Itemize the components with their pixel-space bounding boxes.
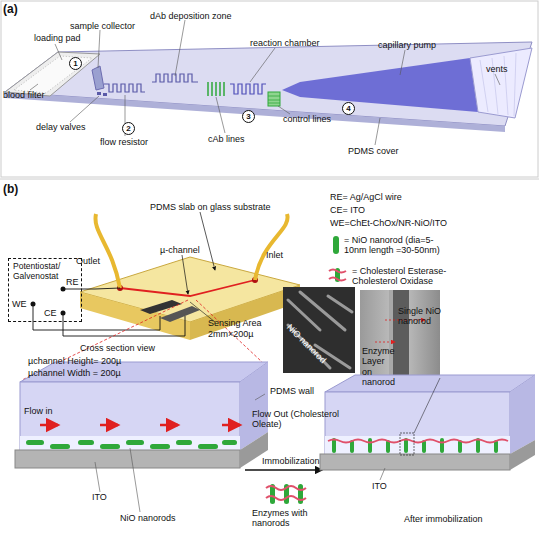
node-text: 4	[343, 103, 354, 114]
part-label: WE=ChEt-ChOx/NR-NiO/ITO	[330, 218, 447, 228]
part-label: Flow Out (Cholesterol Oleate)	[252, 409, 347, 430]
part-label: RE	[66, 277, 79, 287]
part-label: µchannel Height= 200µ	[28, 356, 121, 366]
part-label: Immobilization	[262, 456, 320, 466]
callout-number: 3	[242, 110, 255, 123]
node-text: 1	[70, 58, 81, 69]
part-label: Flow in	[24, 406, 53, 416]
part-label: ITO	[372, 481, 387, 491]
node-text: 3	[243, 111, 254, 122]
part-label: ITO	[92, 492, 107, 502]
part-label: Outlet	[76, 256, 100, 266]
part-label: loading pad	[34, 33, 81, 43]
part-label: CE= ITO	[330, 205, 365, 215]
part-label: blood filter	[3, 90, 45, 100]
part-label: delay valves	[36, 122, 86, 132]
legend-swatch	[333, 236, 339, 254]
part-label: Inlet	[266, 250, 283, 260]
part-label: µ-channel	[160, 245, 200, 255]
part-label: dAb deposition zone	[150, 11, 232, 21]
part-label: Cross section view	[80, 343, 155, 353]
callout-number: 4	[342, 102, 355, 115]
part-label: reaction chamber	[250, 38, 320, 48]
part-label: NiO nanorods	[120, 513, 176, 523]
part-label: Enzyme Layer on nanorod	[362, 346, 396, 387]
callout-number: 1	[69, 57, 82, 70]
part-label: Enzymes with nanorods	[252, 508, 342, 529]
part-label: capillary pump	[378, 40, 436, 50]
panel-letter: (b)	[3, 183, 18, 197]
part-label: PDMS wall	[270, 386, 314, 396]
part-label: PDMS slab on glass substrate	[150, 202, 271, 212]
legend-text: = NiO nanorod (dia=5-10nm length =30-50n…	[344, 235, 456, 256]
part-label: sample collector	[70, 21, 135, 31]
callout-number: 2	[122, 122, 135, 135]
part-label: cAb lines	[208, 134, 245, 144]
node-text: 2	[123, 123, 134, 134]
panel-letter: (a)	[3, 3, 18, 17]
part-label: Sensing Area	[208, 318, 262, 328]
part-label: Single NiO nanorod	[398, 306, 442, 327]
part-label: flow resistor	[100, 137, 148, 147]
part-label: control lines	[283, 114, 331, 124]
part-label: After immobilization	[404, 514, 483, 524]
part-label: PDMS cover	[348, 146, 399, 156]
part-label: RE= Ag/AgCl wire	[330, 192, 402, 202]
legend-text: = Cholesterol Esterase- Cholesterol Oxid…	[352, 266, 464, 287]
part-label: vents	[486, 64, 508, 74]
part-label: CE	[44, 308, 57, 318]
part-label: 2mm×200µ	[208, 329, 253, 339]
part-label: µchannel Width = 200µ	[28, 368, 121, 378]
part-label: WE	[12, 299, 27, 309]
